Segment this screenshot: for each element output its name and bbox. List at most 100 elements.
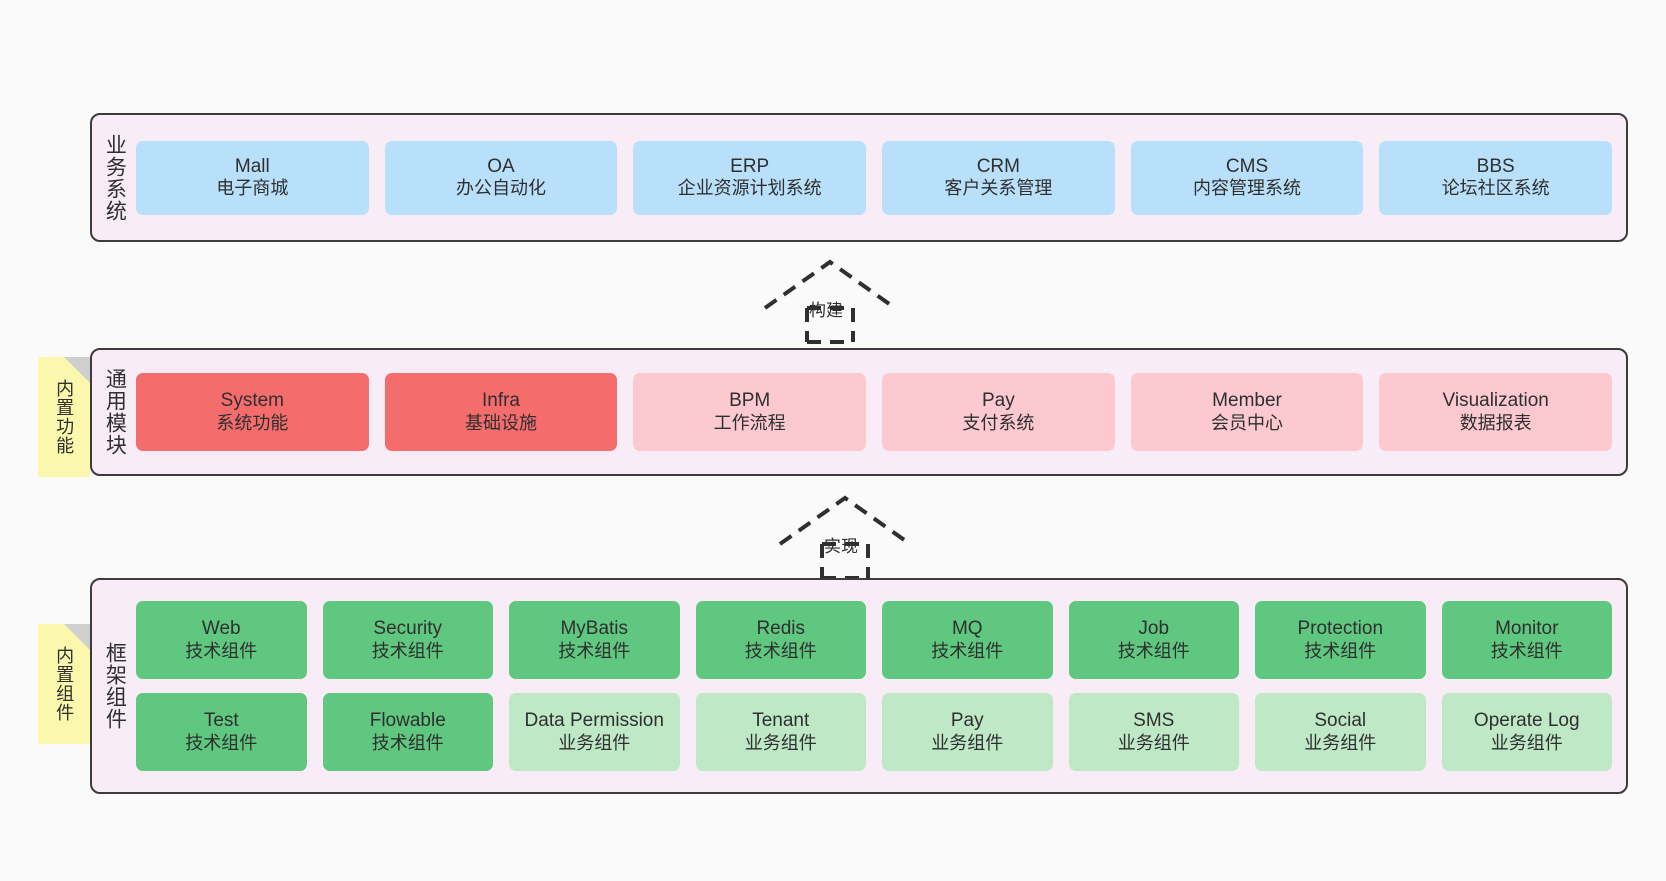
card-subtitle: 业务组件	[1117, 732, 1190, 753]
card-title: Pay	[981, 390, 1015, 412]
card-title: Operate Log	[1473, 710, 1580, 732]
card-subtitle: 业务组件	[744, 732, 817, 753]
card-infra[interactable]: Infra 基础设施	[384, 373, 618, 451]
note-fold-corner	[64, 357, 90, 383]
card-row: Mall 电子商城 OA 办公自动化 ERP 企业资源计划系统 CRM 客户关系…	[136, 140, 1613, 215]
card-subtitle: 业务组件	[931, 732, 1004, 753]
card-subtitle: 系统功能	[216, 412, 289, 433]
card-title: BPM	[729, 390, 771, 412]
card-job[interactable]: Job 技术组件	[1068, 601, 1239, 679]
card-flowable[interactable]: Flowable 技术组件	[322, 693, 493, 771]
card-data-permission[interactable]: Data Permission 业务组件	[509, 693, 680, 771]
card-subtitle: 电子商城	[216, 178, 289, 199]
card-crm[interactable]: CRM 客户关系管理	[882, 140, 1115, 215]
card-title: Social	[1314, 710, 1367, 732]
card-member[interactable]: Member 会员中心	[1130, 373, 1364, 451]
card-subtitle: 办公自动化	[456, 178, 546, 199]
card-pay[interactable]: Pay 支付系统	[882, 373, 1115, 451]
card-web[interactable]: Web 技术组件	[136, 601, 307, 679]
card-title: Redis	[756, 618, 806, 640]
card-mall[interactable]: Mall 电子商城	[136, 140, 369, 215]
card-subtitle: 技术组件	[931, 640, 1004, 661]
card-title: SMS	[1133, 710, 1175, 732]
card-subtitle: 论坛社区系统	[1441, 178, 1550, 199]
layer-business-system: 业务系统 Mall 电子商城 OA 办公自动化 ERP 企业资源计划系统 CRM…	[90, 113, 1628, 242]
card-subtitle: 技术组件	[1490, 640, 1563, 661]
sticky-note-builtin-components: 内置组件	[38, 624, 90, 744]
card-title: MyBatis	[560, 618, 629, 640]
card-erp[interactable]: ERP 企业资源计划系统	[633, 140, 867, 215]
card-title: Test	[203, 710, 239, 732]
card-subtitle: 内容管理系统	[1193, 178, 1302, 199]
card-title: Tenant	[752, 710, 810, 732]
sticky-note-text: 内置功能	[54, 379, 75, 455]
card-sms[interactable]: SMS 业务组件	[1068, 693, 1239, 771]
card-pay-business[interactable]: Pay 业务组件	[882, 693, 1053, 771]
card-subtitle: 业务组件	[1304, 732, 1377, 753]
card-title: BBS	[1476, 155, 1515, 177]
card-subtitle: 基础设施	[465, 412, 537, 433]
card-subtitle: 业务组件	[1490, 732, 1563, 753]
card-title: System	[220, 390, 285, 412]
card-cms[interactable]: CMS 内容管理系统	[1130, 140, 1364, 215]
card-tenant[interactable]: Tenant 业务组件	[695, 693, 866, 771]
card-monitor[interactable]: Monitor 技术组件	[1441, 601, 1612, 679]
card-title: ERP	[730, 155, 770, 177]
card-mq[interactable]: MQ 技术组件	[882, 601, 1053, 679]
card-subtitle: 技术组件	[185, 732, 258, 753]
card-title: Web	[201, 618, 241, 640]
layer-title-framework-component: 框架组件	[103, 642, 127, 730]
card-title: Infra	[481, 390, 521, 412]
layer-body-common-module: System 系统功能 Infra 基础设施 BPM 工作流程 Pay 支付系统…	[136, 350, 1626, 474]
card-title: MQ	[951, 618, 983, 640]
card-subtitle: 技术组件	[1304, 640, 1377, 661]
card-title: Security	[373, 618, 443, 640]
card-title: CRM	[976, 155, 1020, 177]
card-system[interactable]: System 系统功能	[136, 373, 369, 451]
note-fold-corner	[64, 624, 90, 650]
card-title: Job	[1138, 618, 1170, 640]
layer-common-module: 通用模块 System 系统功能 Infra 基础设施 BPM 工作流程 Pay…	[90, 348, 1628, 476]
card-subtitle: 数据报表	[1459, 412, 1532, 433]
connector-implement: 实现	[770, 492, 920, 580]
card-row: System 系统功能 Infra 基础设施 BPM 工作流程 Pay 支付系统…	[136, 373, 1613, 451]
card-title: Protection	[1297, 618, 1384, 640]
card-subtitle: 工作流程	[713, 412, 786, 433]
card-redis[interactable]: Redis 技术组件	[695, 601, 866, 679]
card-subtitle: 技术组件	[558, 640, 631, 661]
card-row-tech: Web 技术组件 Security 技术组件 MyBatis 技术组件 Redi…	[136, 601, 1612, 679]
card-subtitle: 技术组件	[185, 640, 258, 661]
card-operate-log[interactable]: Operate Log 业务组件	[1441, 693, 1612, 771]
card-title: Visualization	[1442, 390, 1549, 412]
arrow-head-open	[778, 495, 912, 546]
card-oa[interactable]: OA 办公自动化	[384, 140, 618, 215]
connector-implement-label: 实现	[824, 537, 858, 556]
layer-framework-component: 框架组件 Web 技术组件 Security 技术组件 MyBatis 技术组件…	[90, 578, 1628, 794]
layer-title-business-system: 业务系统	[103, 133, 127, 222]
card-visualization[interactable]: Visualization 数据报表	[1379, 373, 1613, 451]
connector-build: 构建	[755, 256, 905, 344]
card-subtitle: 企业资源计划系统	[677, 178, 822, 199]
card-title: OA	[487, 155, 515, 177]
card-test[interactable]: Test 技术组件	[136, 693, 307, 771]
card-mybatis[interactable]: MyBatis 技术组件	[509, 601, 680, 679]
card-subtitle: 支付系统	[962, 412, 1035, 433]
card-subtitle: 业务组件	[558, 732, 631, 753]
card-title: Data Permission	[524, 710, 664, 732]
card-title: Mall	[234, 155, 270, 177]
card-title: Member	[1212, 390, 1282, 412]
card-title: Flowable	[369, 710, 446, 732]
card-social[interactable]: Social 业务组件	[1255, 693, 1426, 771]
card-security[interactable]: Security 技术组件	[322, 601, 493, 679]
connector-build-label: 构建	[809, 301, 843, 320]
card-bbs[interactable]: BBS 论坛社区系统	[1379, 140, 1613, 215]
layer-body-business-system: Mall 电子商城 OA 办公自动化 ERP 企业资源计划系统 CRM 客户关系…	[136, 115, 1626, 240]
card-title: Pay	[950, 710, 984, 732]
card-subtitle: 技术组件	[744, 640, 817, 661]
arrow-head-open	[763, 259, 897, 310]
card-subtitle: 技术组件	[371, 640, 444, 661]
card-bpm[interactable]: BPM 工作流程	[633, 373, 867, 451]
card-protection[interactable]: Protection 技术组件	[1255, 601, 1426, 679]
card-row-business: Test 技术组件 Flowable 技术组件 Data Permission …	[136, 693, 1612, 771]
